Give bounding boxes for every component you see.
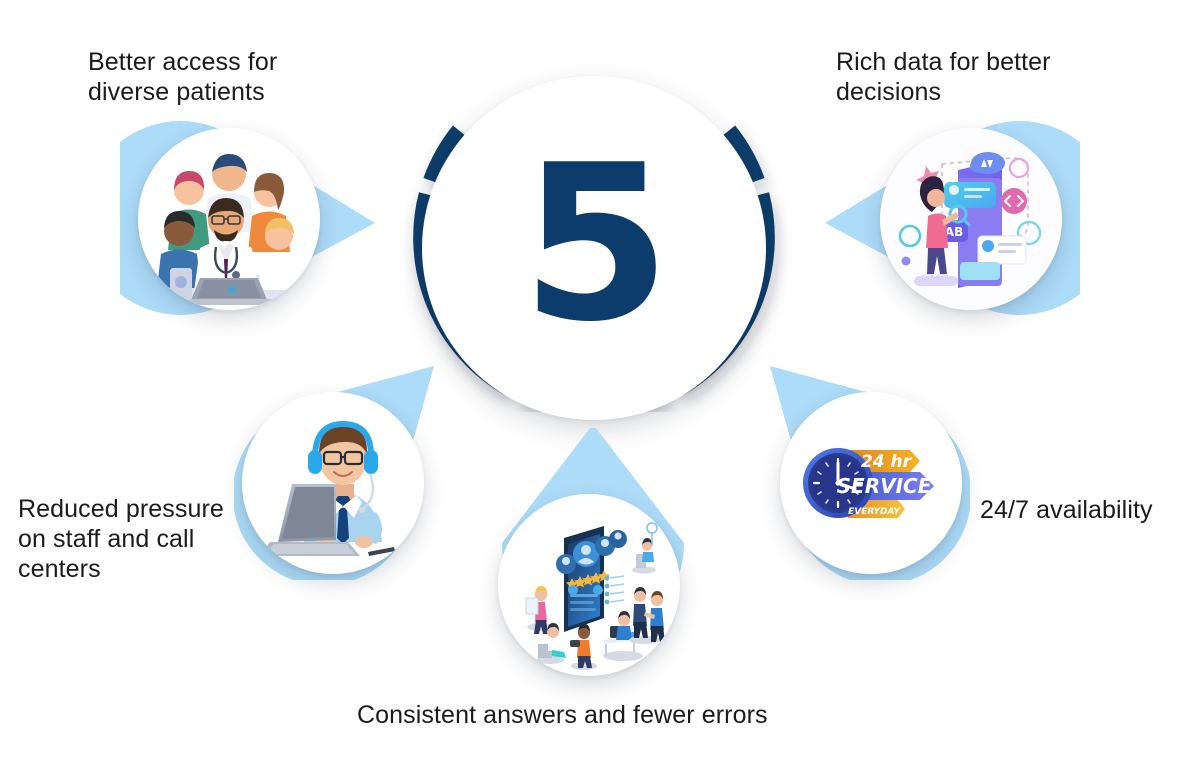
call-center-agent-illustration-icon bbox=[242, 392, 424, 574]
hub-number: 5 bbox=[521, 117, 671, 369]
badge-line3-text: EVERYDAY bbox=[848, 507, 901, 517]
hub-disc bbox=[422, 76, 766, 420]
caption-availability: 24/7 availability bbox=[980, 496, 1153, 524]
24hr-service-clock-badge-icon: 24 hr SERVICE EVERYDAY bbox=[780, 392, 962, 574]
node-reduced-pressure[interactable] bbox=[234, 360, 464, 580]
node-availability[interactable]: 24 hr SERVICE EVERYDAY bbox=[740, 360, 970, 580]
patient-reviews-mobile-illustration-icon bbox=[498, 494, 680, 676]
diverse-medical-team-illustration-icon bbox=[138, 128, 320, 310]
caption-rich-data: Rich data for better decisions bbox=[836, 48, 1051, 106]
center-hub: 5 bbox=[392, 68, 796, 420]
svg-text:AB: AB bbox=[945, 225, 963, 239]
node-consistent-answers[interactable] bbox=[487, 428, 699, 680]
caption-better-access: Better access for diverse patients bbox=[88, 48, 278, 106]
data-dashboard-illustration-icon: AB bbox=[880, 128, 1062, 310]
node-better-access[interactable] bbox=[120, 118, 390, 328]
badge-line2-text: SERVICE bbox=[837, 474, 932, 498]
node-rich-data[interactable]: AB bbox=[810, 118, 1080, 328]
caption-consistent-answers: Consistent answers and fewer errors bbox=[357, 701, 768, 729]
caption-reduced-pressure: Reduced pressure on staff and call cente… bbox=[18, 495, 224, 583]
badge-line1-text: 24 hr bbox=[861, 452, 913, 472]
